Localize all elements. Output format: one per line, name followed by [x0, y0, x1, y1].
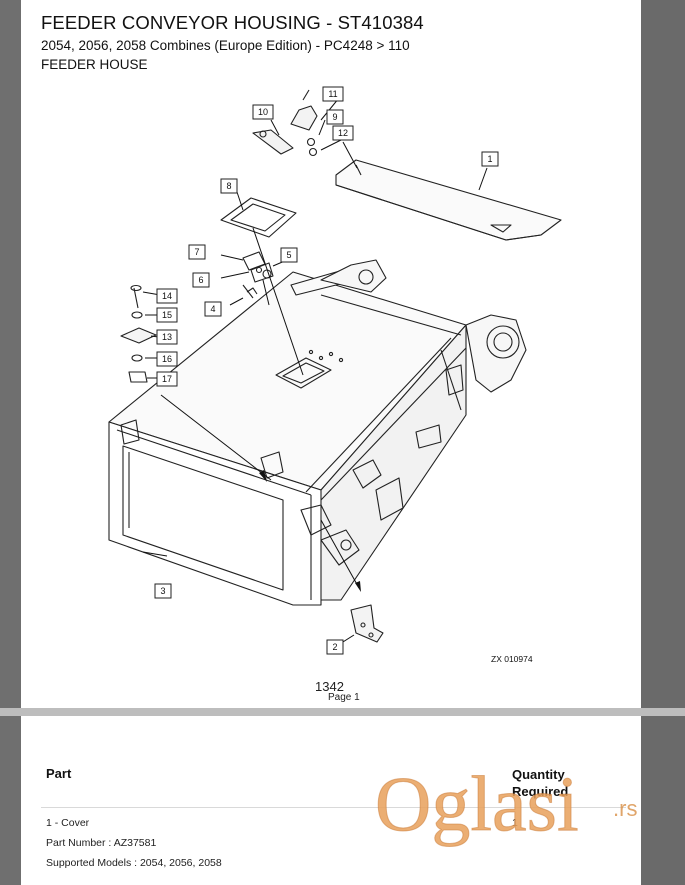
callout-16: 16: [156, 351, 178, 367]
svg-text:15: 15: [162, 310, 172, 320]
callout-5: 5: [280, 247, 298, 263]
svg-text:4: 4: [210, 304, 215, 314]
callout-8: 8: [220, 178, 238, 194]
section-title: FEEDER HOUSE: [41, 57, 148, 72]
housing-front-face: [108, 421, 322, 606]
document-page-2: Part Quantity Required 1 - Cover Part Nu…: [21, 716, 641, 885]
callout-2: 2: [326, 639, 344, 655]
exploded-parts-diagram: 1 2 3 4 5 6 7 8 9 10 11 12 13 14 15 16 1…: [108, 86, 562, 664]
oglasi-watermark-logo: Oglasi .rs: [375, 760, 637, 848]
part-number: Part Number : AZ37581: [46, 837, 157, 849]
callout-11: 11: [322, 86, 344, 102]
callout-1: 1: [481, 151, 499, 167]
svg-text:9: 9: [332, 112, 337, 122]
svg-text:16: 16: [162, 354, 172, 364]
svg-text:.rs: .rs: [613, 796, 637, 821]
drawing-code: ZX 010974: [491, 654, 533, 664]
callout-15: 15: [156, 307, 178, 323]
table-header-part: Part: [46, 766, 72, 781]
cover-part-1: [335, 159, 562, 241]
bracket-part-2: [350, 604, 384, 643]
callout-3: 3: [154, 583, 172, 599]
svg-text:12: 12: [338, 128, 348, 138]
part-item-name: 1 - Cover: [46, 817, 90, 829]
gasket-part-8: [220, 197, 297, 238]
page-subtitle: 2054, 2056, 2058 Combines (Europe Editio…: [41, 38, 410, 53]
page-label: Page 1: [328, 692, 360, 703]
svg-text:1: 1: [487, 154, 492, 164]
callout-12: 12: [332, 125, 354, 141]
page-title: FEEDER CONVEYOR HOUSING - ST410384: [41, 12, 424, 33]
part-quantity: 1: [512, 817, 518, 829]
viewer-left-edge: [0, 0, 21, 885]
svg-text:10: 10: [258, 107, 268, 117]
svg-text:7: 7: [194, 247, 199, 257]
svg-text:8: 8: [226, 181, 231, 191]
document-page-1: FEEDER CONVEYOR HOUSING - ST410384 2054,…: [21, 0, 641, 708]
callout-13: 13: [156, 329, 178, 345]
svg-text:3: 3: [160, 586, 165, 596]
svg-text:Oglasi: Oglasi: [375, 760, 579, 847]
supported-models: Supported Models : 2054, 2056, 2058: [46, 857, 222, 869]
svg-text:5: 5: [286, 250, 291, 260]
svg-text:14: 14: [162, 291, 172, 301]
page-separator: [0, 708, 685, 716]
callout-10: 10: [252, 104, 274, 120]
callout-4: 4: [204, 301, 222, 317]
svg-text:17: 17: [162, 374, 172, 384]
callout-9: 9: [326, 109, 344, 125]
table-header-quantity: Quantity Required: [512, 767, 569, 799]
callout-7: 7: [188, 244, 206, 260]
page-number: 1342: [315, 679, 344, 694]
callout-6: 6: [192, 272, 210, 288]
svg-text:2: 2: [332, 642, 337, 652]
table-divider: [41, 807, 626, 808]
viewer-right-edge: [641, 0, 685, 885]
callout-17: 17: [156, 371, 178, 387]
callout-14: 14: [156, 288, 178, 304]
svg-text:6: 6: [198, 275, 203, 285]
svg-text:11: 11: [328, 89, 337, 99]
svg-text:13: 13: [162, 332, 172, 342]
